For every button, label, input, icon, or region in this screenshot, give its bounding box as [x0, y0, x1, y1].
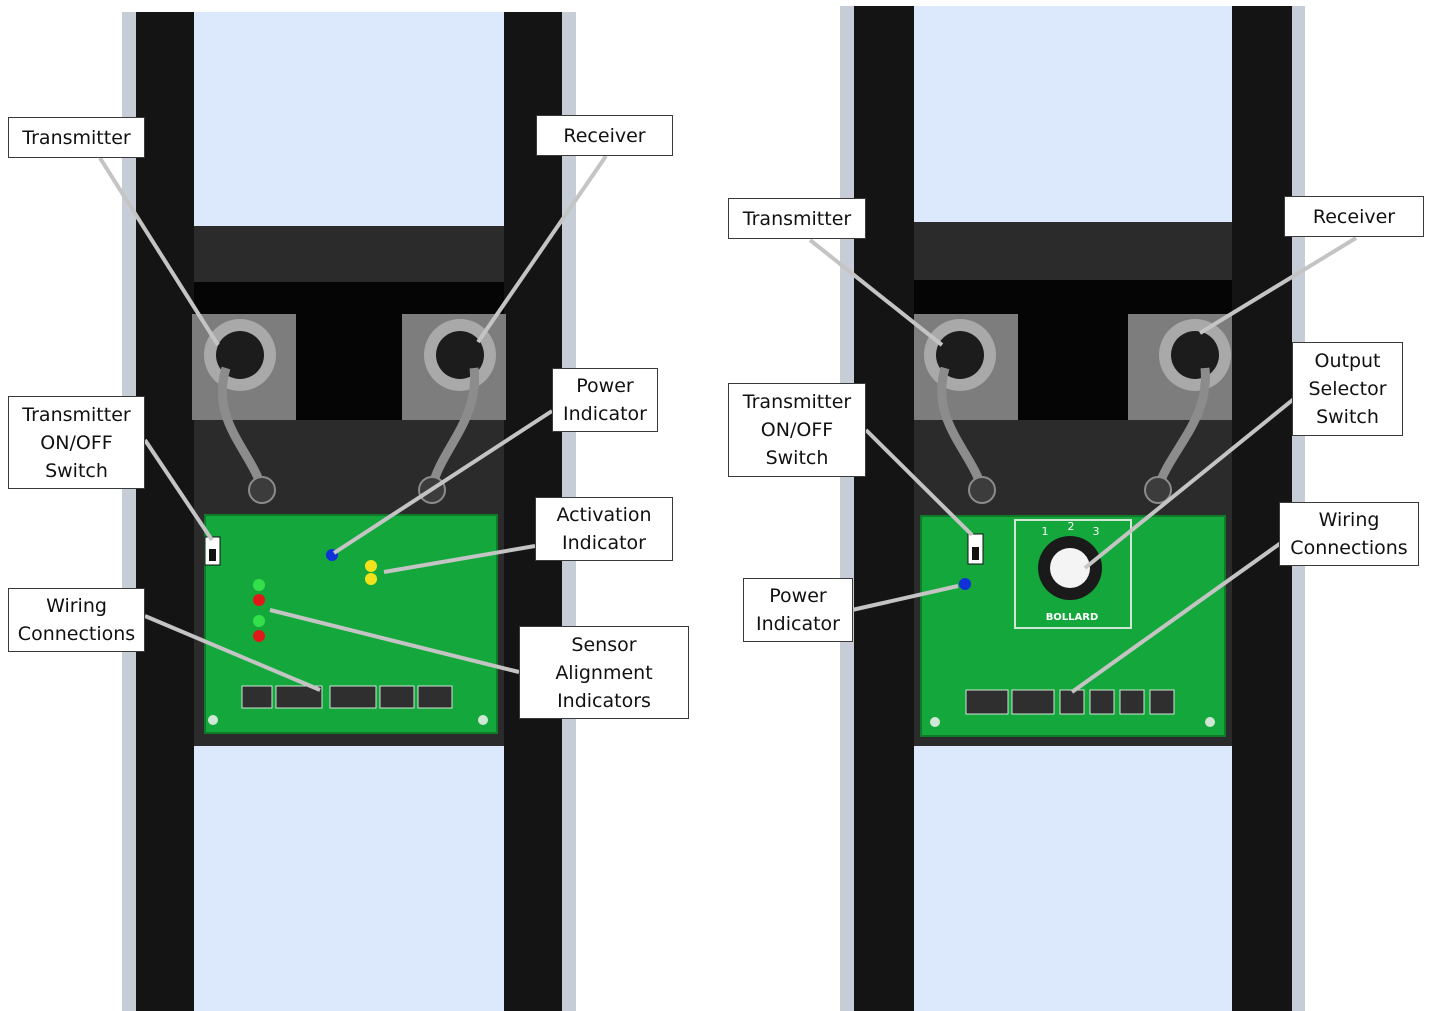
callout-left-tx-switch: Transmitter ON/OFF Switch: [8, 396, 145, 489]
leader-right-power: [851, 584, 959, 612]
leader-left-activation: [383, 544, 536, 574]
left-terminal-blocks: [241, 685, 453, 709]
right-dial-number-1: 1: [1042, 525, 1049, 538]
right-dial-number-2: 2: [1068, 520, 1075, 533]
right-transmitter-cable: [937, 366, 987, 490]
leader-right-transmitter: [808, 238, 944, 347]
left-panel: [122, 12, 576, 1011]
leader-right-receiver: [1198, 236, 1358, 335]
left-transmitter-lens: [192, 314, 296, 420]
right-dial-label: BOLLARD: [1046, 612, 1099, 623]
left-led-yellow-2: [365, 573, 377, 585]
callout-left-receiver: Receiver: [536, 115, 673, 156]
left-led-red-2: [253, 630, 265, 642]
right-gland-tx: [968, 476, 996, 504]
callout-left-wiring: Wiring Connections: [8, 588, 145, 652]
callout-left-alignment: Sensor Alignment Indicators: [519, 626, 689, 719]
left-led-green-2: [253, 615, 265, 627]
callout-right-transmitter: Transmitter: [728, 198, 866, 239]
leader-right-output: [1083, 396, 1297, 570]
right-gland-rx: [1144, 476, 1172, 504]
right-transmitter-lens: [914, 314, 1018, 420]
callout-right-output-selector: Output Selector Switch: [1292, 342, 1403, 436]
right-dial-knob: [1050, 548, 1090, 588]
right-panel: 1 2 3 BOLLARD: [840, 6, 1305, 1011]
right-receiver-lens: [1128, 314, 1232, 420]
left-rail-left: [136, 12, 194, 1011]
callout-right-receiver: Receiver: [1284, 196, 1424, 237]
left-transmitter-cable: [217, 366, 267, 490]
right-mount-holes: [930, 717, 1215, 727]
left-gland-tx: [248, 476, 276, 504]
left-receiver-lens: [402, 314, 506, 420]
callout-right-tx-switch: Transmitter ON/OFF Switch: [728, 383, 866, 477]
leader-left-receiver: [476, 154, 608, 344]
right-dial-frame: [1014, 519, 1132, 629]
left-mount-holes: [208, 715, 488, 725]
leader-left-alignment: [269, 608, 520, 674]
leader-right-tx-switch: [864, 428, 974, 537]
leader-left-power: [332, 409, 554, 555]
left-led-red-1: [253, 594, 265, 606]
leader-left-transmitter: [98, 156, 220, 347]
callout-right-power: Power Indicator: [743, 578, 853, 642]
right-rail-left: [854, 6, 914, 1011]
left-receiver-cable: [427, 367, 480, 490]
left-led-yellow-1: [365, 560, 377, 572]
right-terminal-blocks: [965, 689, 1175, 715]
right-led-blue: [959, 578, 971, 590]
right-receiver-cable: [1153, 367, 1210, 490]
callout-left-power: Power Indicator: [552, 368, 658, 432]
leader-right-wiring: [1070, 538, 1287, 694]
leader-left-wiring: [144, 614, 321, 692]
leader-lines: [98, 154, 1358, 694]
callout-left-activation: Activation Indicator: [535, 497, 673, 561]
right-dial-number-3: 3: [1093, 525, 1100, 538]
callout-right-wiring: Wiring Connections: [1279, 502, 1419, 566]
callout-left-transmitter: Transmitter: [8, 117, 145, 158]
left-led-green-1: [253, 579, 265, 591]
leader-left-tx-switch: [143, 438, 214, 542]
